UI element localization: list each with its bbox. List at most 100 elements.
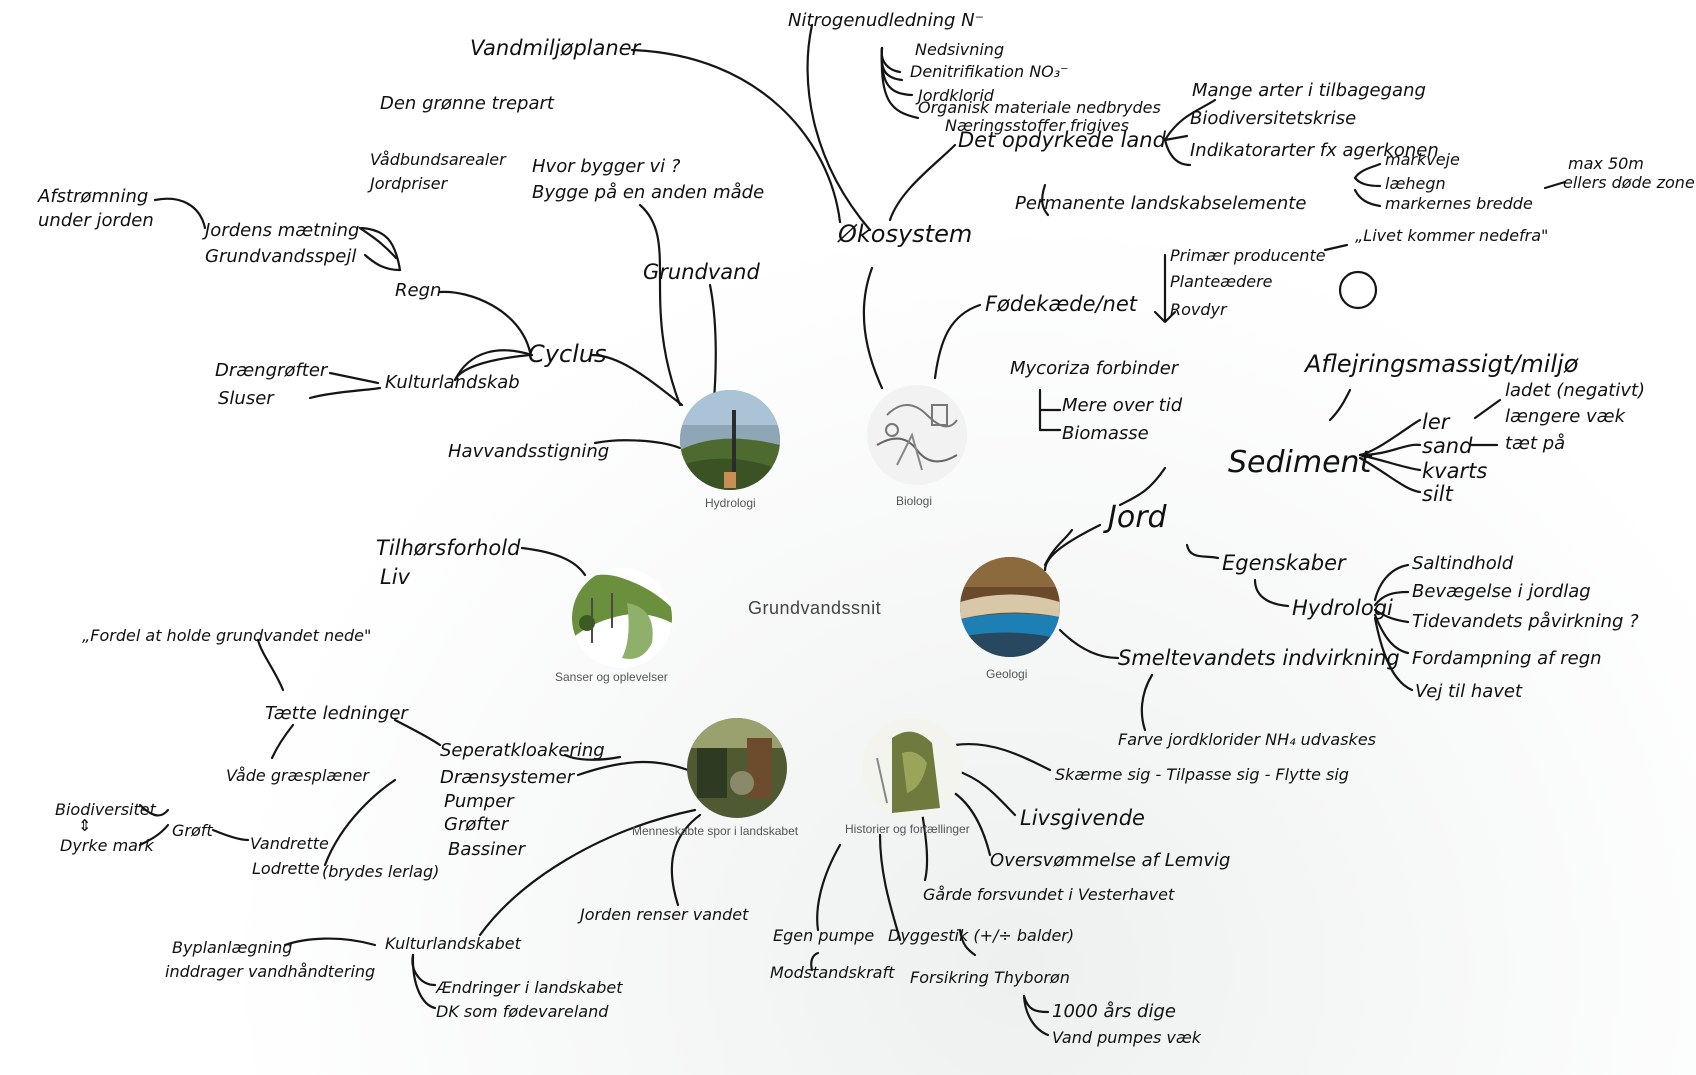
label-lodrette: Lodrette (252, 859, 320, 878)
label-permanente: Permanente landskabselemente (1015, 193, 1307, 214)
label-hvor-bygger: Hvor bygger vi ? (532, 156, 681, 177)
sanser-caption: Sanser og oplevelser (555, 670, 668, 684)
label-vade-graesplaener: Våde græsplæner (226, 766, 369, 785)
label-rovdyr: Rovdyr (1170, 300, 1227, 319)
label-byplanlaegning: Byplanlægning (172, 938, 293, 957)
label-modstandskraft: Modstandskraft (770, 963, 895, 982)
label-grofter: Grøfter (444, 814, 509, 835)
label-oversvommelse: Oversvømmelse af Lemvig (990, 850, 1231, 871)
label-kulturlandskabet: Kulturlandskabet (385, 934, 521, 953)
label-cyclus: Cyclus (528, 340, 607, 368)
label-indikatorarter: Indikatorarter fx agerkonen (1190, 140, 1439, 161)
label-draengrofter: Drængrøfter (215, 360, 328, 381)
label-jorden-renser: Jorden renser vandet (580, 905, 749, 924)
label-bassiner: Bassiner (448, 839, 526, 860)
label-1000-aars-dige: 1000 års dige (1052, 1001, 1176, 1022)
label-egenskaber: Egenskaber (1222, 551, 1346, 575)
historier-caption: Historier og fortællinger (845, 822, 970, 836)
label-arrow-updown: ⇕ (78, 816, 92, 835)
label-laehegn: læhegn (1385, 174, 1446, 193)
label-afstromning: Afstrømning (38, 186, 149, 207)
label-primaer: Primær producente (1170, 246, 1326, 265)
label-jordpriser: Jordpriser (370, 174, 448, 193)
label-mange-arter: Mange arter i tilbagegang (1192, 80, 1426, 101)
label-vadbundsarealer: Vådbundsarealer (370, 150, 506, 169)
label-vej-til-havet: Vej til havet (1415, 681, 1523, 702)
menneske-caption: Menneskabte spor i landskabet (632, 824, 799, 838)
label-tilhorsforhold: Tilhørsforhold (376, 536, 521, 560)
historier-image (862, 718, 962, 818)
label-under-jorden: under jorden (38, 210, 154, 231)
label-fordampning: Fordampning af regn (1412, 648, 1602, 669)
label-grundvandsspejl: Grundvandsspejl (205, 246, 357, 267)
label-pumper: Pumper (444, 791, 514, 812)
label-dyggestik: Dyggestik (+/÷ balder) (888, 926, 1075, 945)
label-draensystemer: Drænsystemer (440, 767, 575, 788)
label-jord: Jord (1108, 500, 1167, 535)
label-dk-som: DK som fødevareland (436, 1002, 609, 1021)
label-aflejring: Aflejringsmassigt/miljø (1305, 350, 1579, 378)
label-inddrager: inddrager vandhåndtering (165, 962, 376, 981)
label-vand-pumpes: Vand pumpes væk (1052, 1028, 1202, 1047)
label-egen-pumpe: Egen pumpe (773, 926, 875, 945)
label-farve: Farve jordklorider NH₄ udvaskes (1118, 730, 1376, 749)
label-livet-kommer: „Livet kommer nedefra" (1355, 226, 1549, 245)
label-havvandsstigning: Havvandsstigning (448, 441, 610, 462)
label-liv: Liv (380, 565, 410, 589)
label-bygge-paa: Bygge på en anden måde (532, 182, 765, 203)
label-biodiversitetskrise: Biodiversitetskrise (1190, 108, 1357, 129)
biologi-image (867, 385, 967, 485)
label-nedsivning: Nedsivning (915, 40, 1005, 59)
biologi-caption: Biologi (896, 494, 933, 508)
label-brydes: (brydes lerlag) (322, 862, 440, 881)
label-naeringsstoffer: Næringsstoffer frigives (945, 116, 1129, 135)
label-kvarts: kvarts (1422, 459, 1488, 483)
label-jordklorid: Jordklorid (918, 86, 994, 105)
label-garde: Gårde forsvundet i Vesterhavet (923, 885, 1175, 904)
hydrologi-caption: Hydrologi (705, 496, 756, 510)
label-vandmiljoplaner: Vandmiljøplaner (470, 36, 641, 60)
label-den-gronne-trepart: Den grønne trepart (380, 93, 554, 114)
label-smeltevand: Smeltevandets indvirkning (1118, 646, 1400, 670)
label-geo-hydrologi: Hydrologi (1292, 596, 1393, 620)
label-denitrifikation: Denitrifikation NO₃⁻ (910, 62, 1069, 81)
label-markernes-bredde: markernes bredde (1385, 194, 1533, 213)
center-title: Grundvandssnit (748, 598, 882, 618)
label-taet: tæt på (1505, 433, 1566, 454)
label-mere-over-tid: Mere over tid (1062, 395, 1183, 416)
label-mycoriza: Mycoriza forbinder (1010, 358, 1179, 379)
label-seperatkloakering: Seperatkloakering (440, 740, 605, 761)
label-okosystem: Økosystem (838, 220, 973, 248)
menneske-image (687, 718, 787, 818)
label-sand: sand (1422, 434, 1473, 458)
label-sluser: Sluser (218, 388, 274, 409)
label-forsikring: Forsikring Thyborøn (910, 968, 1070, 987)
label-bevaegelse: Bevægelse i jordlag (1412, 581, 1591, 602)
label-fordel: „Fordel at holde grundvandet nede" (82, 626, 372, 645)
label-ladet: ladet (negativt) (1505, 380, 1646, 401)
label-vandrette: Vandrette (250, 834, 329, 853)
label-kulturlandskab: Kulturlandskab (385, 372, 520, 393)
label-regn: Regn (395, 280, 442, 301)
label-biomasse: Biomasse (1062, 423, 1149, 444)
label-dyrke-mark: Dyrke mark (60, 836, 154, 855)
label-fodekaede: Fødekæde/net (985, 292, 1138, 316)
label-jordens-maetning: Jordens mætning (205, 220, 360, 241)
label-aendringer: Ændringer i landskabet (436, 978, 623, 997)
label-grundvand: Grundvand (643, 260, 760, 284)
label-organisk: Organisk materiale nedbrydes (918, 98, 1161, 117)
label-silt: silt (1422, 482, 1453, 506)
label-nitrogenudledning: Nitrogenudledning N⁻ (788, 10, 985, 31)
geologi-caption: Geologi (986, 667, 1028, 681)
label-tidevand: Tidevandets påvirkning ? (1412, 611, 1639, 632)
label-markveje: markveje (1385, 150, 1460, 169)
label-ellers-dode: ellers døde zone (1563, 173, 1695, 192)
label-planteaedere: Planteædere (1170, 272, 1273, 291)
hydrologi-image (680, 390, 780, 490)
label-skaerme: Skærme sig - Tilpasse sig - Flytte sig (1055, 765, 1349, 784)
geologi-image (960, 557, 1060, 657)
label-det-opdyrkede: Det opdyrkede land (958, 128, 1166, 152)
label-sediment: Sediment (1228, 445, 1372, 480)
